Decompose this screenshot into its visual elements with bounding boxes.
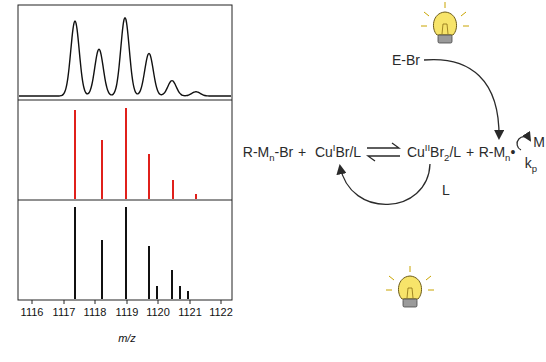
text-run: R-M <box>243 144 269 160</box>
axis-label: 1118 <box>84 307 107 318</box>
text-run: Cu <box>407 144 425 160</box>
axis-label: 1119 <box>116 307 139 318</box>
formula-label: + <box>298 145 306 159</box>
text-run: Br <box>430 144 444 160</box>
subscript: n <box>269 152 274 163</box>
formula-label: + <box>466 145 474 159</box>
stick <box>156 286 158 299</box>
formula-label: M <box>533 135 545 149</box>
axis-label: 1121 <box>178 307 202 318</box>
stick <box>101 140 103 199</box>
axis-label: 1120 <box>146 307 170 318</box>
tick <box>95 300 96 304</box>
subscript: p <box>532 163 537 174</box>
subscript: n <box>505 152 510 163</box>
text-run: Cu <box>315 144 333 160</box>
axis-label: m/z <box>118 333 136 344</box>
stick <box>179 286 181 299</box>
formula-label: L <box>442 183 450 197</box>
formula-label: R-Mn• <box>479 145 516 159</box>
formula-label: R-Mn-Br <box>243 145 293 159</box>
superscript: I <box>333 142 336 153</box>
stick <box>125 207 127 299</box>
axis-ticks <box>32 300 221 304</box>
formula-label: CuIIBr2/L <box>407 145 461 159</box>
tick <box>32 300 33 304</box>
simulated-sticks <box>75 108 196 199</box>
light-bulb <box>386 266 434 307</box>
stick <box>148 246 150 299</box>
tick <box>190 300 191 304</box>
text-run: k <box>525 155 532 171</box>
spectrum-frame <box>18 5 232 300</box>
stick <box>195 194 197 199</box>
superscript: II <box>425 142 430 153</box>
text-run: • <box>510 144 515 160</box>
propagation-loop <box>517 137 530 150</box>
tick <box>127 300 128 304</box>
measured-spectrum <box>19 18 231 96</box>
stick <box>148 154 150 199</box>
stick <box>171 270 173 299</box>
axis-label: 1116 <box>21 307 44 318</box>
stick <box>187 291 189 299</box>
text-run: -Br <box>275 144 294 160</box>
stick <box>125 108 127 199</box>
text-run: /L <box>449 144 461 160</box>
formula-label: kp <box>525 156 537 170</box>
subscript: 2 <box>444 152 449 163</box>
equilibrium-arrows <box>367 143 400 161</box>
text-run: R-M <box>479 144 505 160</box>
ligand-arrow <box>340 164 430 204</box>
stick <box>101 240 103 299</box>
formula-label: CuIBr/L <box>315 145 361 159</box>
formula-label: E-Br <box>392 53 420 67</box>
tick <box>221 300 222 304</box>
activation-arrow <box>424 60 499 138</box>
stick <box>74 110 76 199</box>
axis-label: 1122 <box>209 307 233 318</box>
stick <box>172 180 174 199</box>
tick <box>64 300 65 304</box>
axis-label: 1117 <box>53 307 76 318</box>
light-bulb <box>421 2 469 43</box>
reference-sticks <box>75 207 188 299</box>
text-run: Br/L <box>335 144 361 160</box>
stick <box>74 207 76 299</box>
tick <box>158 300 159 304</box>
